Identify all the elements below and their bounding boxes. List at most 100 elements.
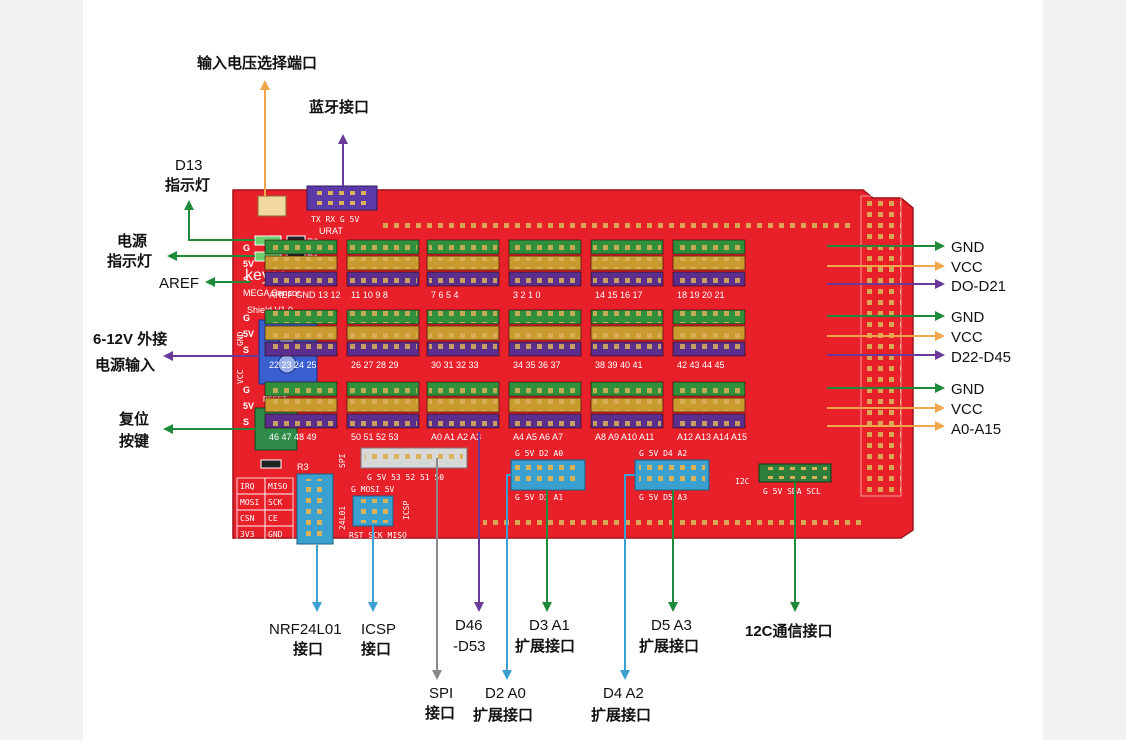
nrf-table-label: CE <box>268 514 278 523</box>
pin-group-label: 18 19 20 21 <box>677 290 725 300</box>
label-d4a2-line1: D4 A2 <box>603 685 644 702</box>
bluetooth-header: TX RX G 5V URAT <box>306 185 378 236</box>
header-pins <box>267 399 335 411</box>
header-pins <box>349 399 417 411</box>
header-pins <box>511 383 579 395</box>
icsp-bottom-silk: RST SCK MISO <box>349 531 407 540</box>
label-spi-line2: 接口 <box>425 704 455 722</box>
header-pins <box>593 383 661 395</box>
header-pins <box>675 399 743 411</box>
pin-group-label: 38 39 40 41 <box>595 360 643 370</box>
header-pins <box>511 241 579 253</box>
header-pins <box>593 311 661 323</box>
header-pins <box>675 257 743 269</box>
i2c-pin-labels: G 5V SDA SCL <box>763 487 821 496</box>
label-bluetooth: 蓝牙接口 <box>309 98 369 116</box>
header-pins <box>429 257 497 269</box>
header-pins <box>511 311 579 323</box>
label-nrf-line1: NRF24L01 <box>269 621 342 638</box>
label-vcc-3: VCC <box>951 401 983 418</box>
label-voltage-select: 输入电压选择端口 <box>197 54 317 72</box>
header-pins <box>511 273 579 285</box>
header-pins <box>593 273 661 285</box>
board: TX RX G 5V URAT R2 R1 keyes MEGA Sensor … <box>232 185 914 545</box>
row-letter-s: S <box>243 275 249 285</box>
label-power-led-line1: 电源 <box>117 232 147 250</box>
header-pins <box>349 257 417 269</box>
header-pins <box>593 343 661 355</box>
header-pins <box>675 343 743 355</box>
ext2-pin-labels: G 5V D4 A2 <box>639 449 687 458</box>
label-gnd-2: GND <box>951 309 985 326</box>
row-letter-g: G <box>243 385 250 395</box>
header-pins <box>267 273 335 285</box>
ext1-pin-labels: G 5V D2 A0 <box>515 449 563 458</box>
label-aref: AREF <box>159 275 199 292</box>
bt-pin-labels: TX RX G 5V <box>311 215 359 224</box>
label-reset-line1: 复位 <box>118 410 149 428</box>
label-reset-line2: 按键 <box>119 432 149 450</box>
header-pins <box>349 311 417 323</box>
right-edge-header <box>860 195 902 497</box>
header-pins <box>593 257 661 269</box>
pin-group-label: A0 A1 A2 A3 <box>431 432 481 442</box>
header-pins <box>511 257 579 269</box>
label-d46-line2: -D53 <box>453 638 486 655</box>
label-d3a1-line2: 扩展接口 <box>515 637 575 655</box>
sensor-shield-diagram: TX RX G 5V URAT R2 R1 keyes MEGA Sensor … <box>93 54 1011 724</box>
arrow-d4-a2 <box>620 474 635 680</box>
label-vcc-1: VCC <box>951 259 983 276</box>
label-d5a3-line1: D5 A3 <box>651 617 692 634</box>
terminal-vcc-silk: VCC <box>236 369 245 384</box>
pin-group-label: 3 2 1 0 <box>513 290 541 300</box>
ext2-bottom-labels: G 5V D5 A3 <box>639 493 687 502</box>
header-pins <box>429 343 497 355</box>
header-pins <box>349 383 417 395</box>
label-d5a3-line2: 扩展接口 <box>639 637 699 655</box>
terminal-gnd-silk: GND <box>236 331 245 346</box>
header-pins <box>429 311 497 323</box>
nrf-table-label: 3V3 <box>240 530 255 539</box>
icsp-silk: ICSP <box>402 501 411 520</box>
row-letter-g: G <box>243 243 250 253</box>
label-spi-line1: SPI <box>429 685 453 702</box>
header-pins <box>267 327 335 339</box>
header-pins <box>429 327 497 339</box>
label-power-led-line2: 指示灯 <box>107 252 152 270</box>
label-power-input-line2: 电源输入 <box>95 356 155 374</box>
pin-group-label: 30 31 32 33 <box>431 360 479 370</box>
nrf-table-label: MISO <box>268 482 287 491</box>
header-pins <box>593 415 661 427</box>
pin-group-label: A8 A9 A10 A11 <box>595 432 654 442</box>
ext1-bottom-labels: G 5V D3 A1 <box>515 493 563 502</box>
label-d2a0-line1: D2 A0 <box>485 685 526 702</box>
label-vcc-2: VCC <box>951 329 983 346</box>
label-power-input-line1: 6-12V 外接 <box>93 330 167 348</box>
pin-group-label: A12 A13 A14 A15 <box>677 432 747 442</box>
header-pins <box>511 327 579 339</box>
pin-group-label: A4 A5 A6 A7 <box>513 432 563 442</box>
pin-group-label: AREF GND 13 12 <box>269 290 341 300</box>
spi-silk: SPI <box>338 453 347 468</box>
row-letter-5v: 5V <box>243 329 254 339</box>
header-pins <box>349 327 417 339</box>
voltage-select-jumper <box>257 195 287 217</box>
header-pins <box>267 257 335 269</box>
header-pins <box>429 415 497 427</box>
header-pins <box>511 399 579 411</box>
label-d13-line1: D13 <box>175 157 203 174</box>
header-pins <box>593 327 661 339</box>
pin-group-label: 46 47 48 49 <box>269 432 317 442</box>
diagram-canvas: TX RX G 5V URAT R2 R1 keyes MEGA Sensor … <box>83 0 1043 740</box>
header-pins <box>349 273 417 285</box>
row-letter-s: S <box>243 417 249 427</box>
callout-labels: 输入电压选择端口 蓝牙接口 D13 指示灯 电源 指示灯 AREF 6-12V … <box>93 54 1011 724</box>
label-d22-d45: D22-D45 <box>951 349 1011 366</box>
icsp-top-silk: G MOSI 5V <box>351 485 395 494</box>
header-pins <box>675 383 743 395</box>
pin-group-label: 26 27 28 29 <box>351 360 399 370</box>
pin-group-label: 7 6 5 4 <box>431 290 459 300</box>
nrf-table-label: CSN <box>240 514 255 523</box>
header-pins <box>267 383 335 395</box>
